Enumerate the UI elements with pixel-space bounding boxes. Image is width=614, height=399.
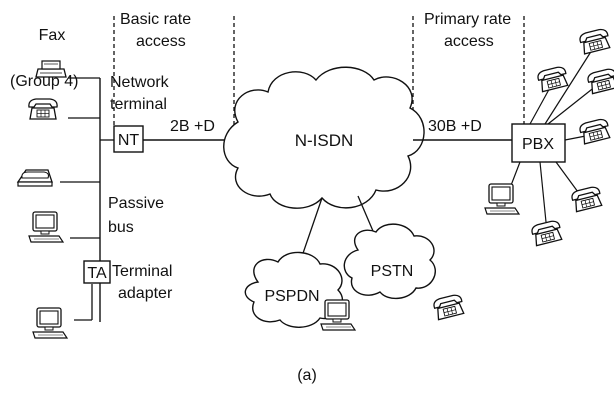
- primary-rate-link-label: 30B +D: [428, 118, 482, 135]
- telephone-icon: [569, 185, 604, 213]
- computer-terminal-icon: [32, 307, 68, 339]
- computer-terminal-icon: [484, 183, 520, 215]
- fax-label: Fax: [39, 27, 66, 44]
- telephone-icon: [28, 98, 58, 120]
- passive-bus-label-line2: bus: [108, 219, 134, 236]
- figure-caption: (a): [297, 367, 317, 384]
- telephone-icon: [535, 65, 570, 93]
- telephone-icon: [529, 219, 564, 247]
- primary-rate-label-line1: Primary rate: [424, 11, 511, 28]
- nt-label: NT: [118, 132, 140, 149]
- pbx-box: [511, 123, 566, 163]
- terminal-adapter-label-line1: Terminal: [112, 263, 172, 280]
- fax-group-label: (Group 4): [10, 73, 78, 90]
- ta-box: [83, 260, 111, 284]
- pbx-spoke: [555, 161, 579, 193]
- pbx-spoke: [544, 49, 593, 125]
- telephone-icon: [431, 293, 466, 321]
- network-terminal-label-line2: terminal: [110, 96, 167, 113]
- basic-rate-label-line1: Basic rate: [120, 11, 191, 28]
- nt-box: [113, 125, 144, 153]
- computer-terminal-icon: [28, 211, 64, 243]
- passive-bus-label-line1: Passive: [108, 195, 164, 212]
- n-isdn-label: N-ISDN: [295, 131, 354, 150]
- primary-rate-label-line2: access: [444, 33, 494, 50]
- basic-rate-link-label: 2B +D: [170, 118, 215, 135]
- terminal-adapter-label-line2: adapter: [118, 285, 173, 302]
- pbx-label: PBX: [522, 136, 554, 153]
- ta-label: TA: [87, 265, 107, 282]
- pbx-spoke: [539, 161, 547, 223]
- computer-terminal-icon: [320, 299, 356, 331]
- pspdn-link: [299, 197, 323, 263]
- n-isdn-cloud: [223, 66, 425, 209]
- pspdn-label: PSPDN: [264, 288, 319, 305]
- pbx-spoke: [547, 85, 597, 125]
- desk-phone-icon: [17, 169, 53, 187]
- telephone-icon: [577, 117, 612, 145]
- pstn-cloud: [343, 223, 436, 299]
- telephone-icon: [577, 27, 612, 55]
- basic-rate-label-line2: access: [136, 33, 186, 50]
- network-terminal-label-line1: Network: [110, 74, 170, 91]
- pstn-label: PSTN: [371, 263, 414, 280]
